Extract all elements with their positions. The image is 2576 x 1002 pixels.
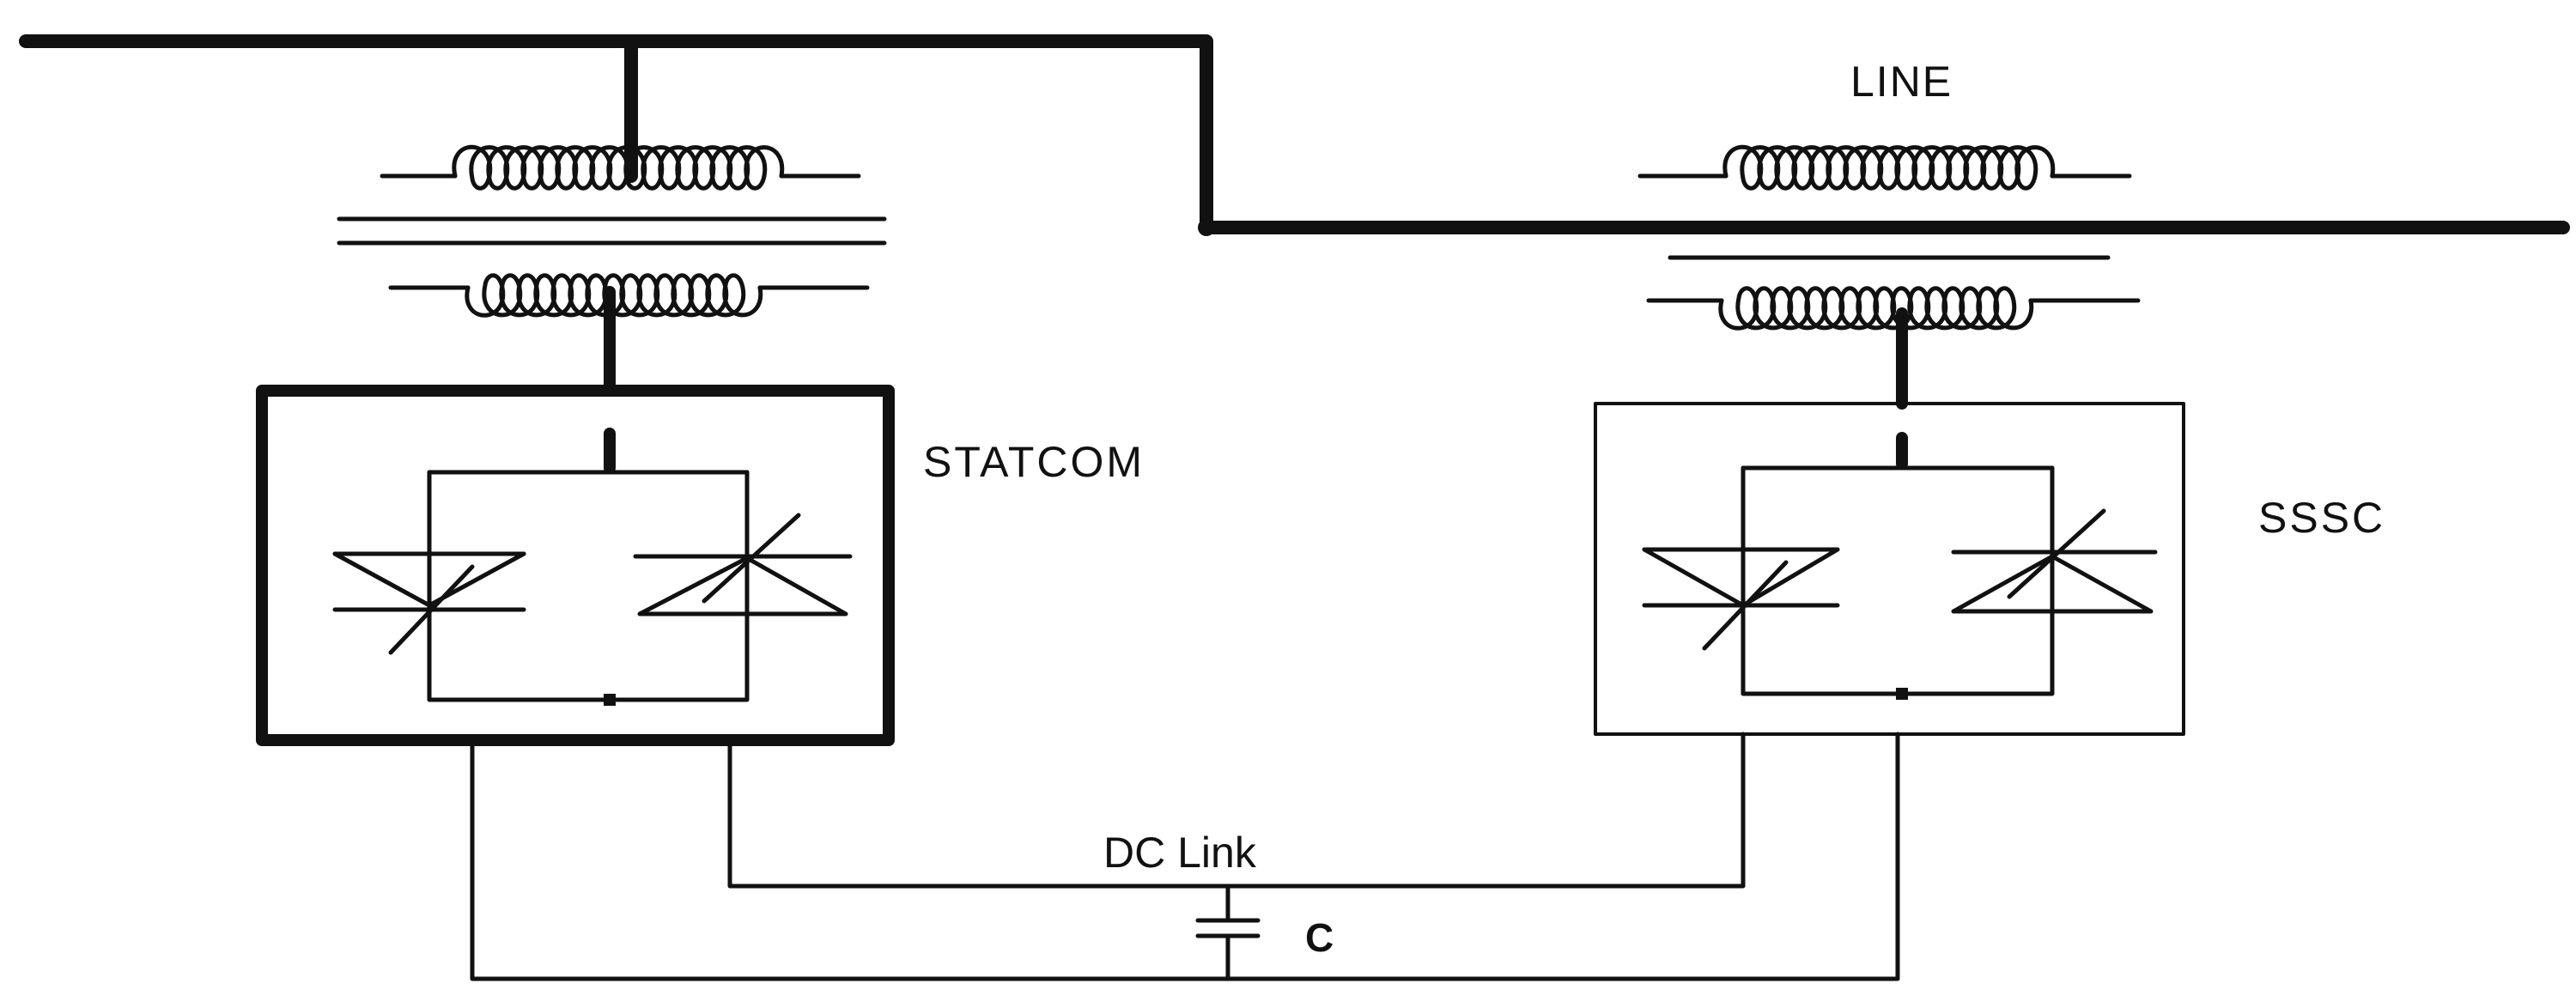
- dc-link-label: DC Link: [1103, 829, 1257, 877]
- statcom-thyristor-left: [332, 551, 526, 655]
- shunt-transformer: [337, 144, 887, 397]
- statcom-box: [256, 385, 895, 746]
- sssc-thyristor-right: [1951, 508, 2158, 614]
- dc-link: [470, 732, 1900, 981]
- capacitor-label: C: [1305, 915, 1334, 960]
- sssc-thyristor-left: [1642, 547, 1840, 651]
- statcom-converter: [256, 385, 895, 746]
- sssc-converter: [1594, 402, 2185, 736]
- line-label: LINE: [1850, 58, 1953, 106]
- transmission-line: [19, 34, 2570, 236]
- shunt-primary-winding: [380, 144, 861, 191]
- sssc-label: SSSC: [2258, 494, 2385, 542]
- sssc-box: [1594, 402, 2185, 736]
- statcom-thyristor-right: [633, 513, 853, 616]
- dc-capacitor: [1195, 884, 1261, 981]
- series-secondary-winding: [1646, 286, 2141, 331]
- series-primary-winding: [1637, 144, 2132, 191]
- series-transformer: [1637, 144, 2141, 410]
- statcom-label: STATCOM: [923, 438, 1145, 486]
- shunt-secondary-winding: [388, 273, 870, 318]
